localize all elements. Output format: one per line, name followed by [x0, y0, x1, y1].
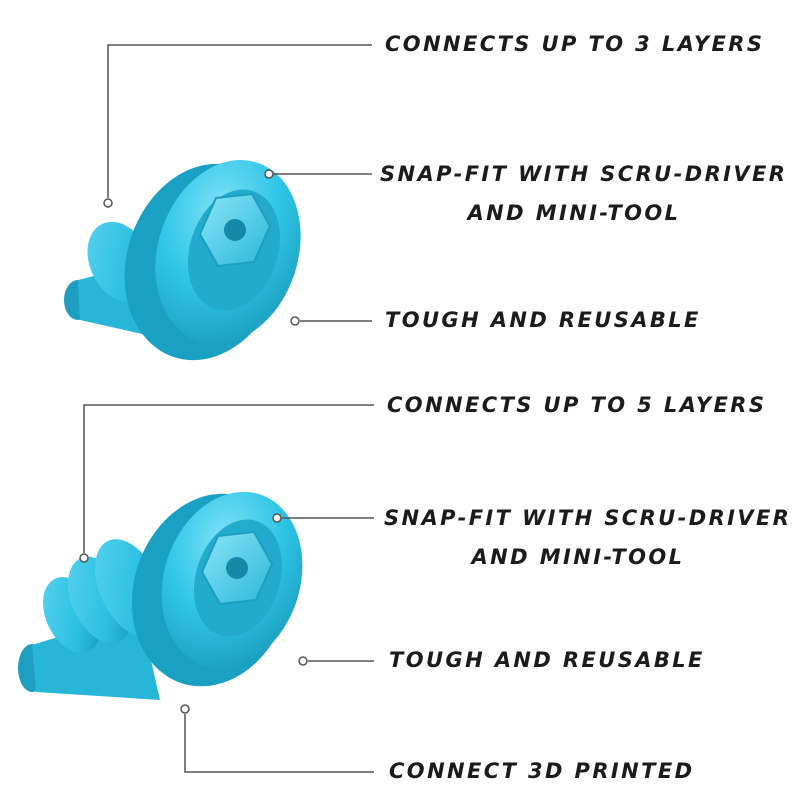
top-feature-snap-fit-line1: SNAP-FIT WITH SCRU-DRIVER: [380, 162, 788, 186]
leader-dot: [103, 198, 113, 208]
top-feature-tough: TOUGH AND REUSABLE: [385, 308, 701, 332]
leader-line-layers-top: [107, 44, 372, 198]
bottom-feature-snap-fit-line2: AND MINI-TOOL: [471, 545, 685, 569]
top-connector-hex-hole: [224, 219, 246, 241]
leader-dot: [298, 656, 308, 666]
bottom-feature-snap-fit: SNAP-FIT WITH SCRU-DRIVER AND MINI-TOOL: [384, 508, 789, 569]
bottom-connector-hex-hole: [226, 557, 248, 579]
bottom-feature-connect: CONNECT 3D PRINTED: [389, 759, 695, 783]
leader-dot: [272, 513, 282, 523]
top-feature-snap-fit: SNAP-FIT WITH SCRU-DRIVER AND MINI-TOOL: [380, 164, 785, 225]
top-leader-lines: [103, 44, 372, 326]
top-feature-layers: CONNECTS UP TO 3 LAYERS: [385, 32, 765, 56]
leader-line-connect-bottom: [184, 714, 374, 773]
leader-line-layers-bottom: [83, 404, 374, 553]
bottom-feature-snap-fit-line1: SNAP-FIT WITH SCRU-DRIVER: [384, 506, 792, 530]
bottom-feature-tough: TOUGH AND REUSABLE: [389, 648, 705, 672]
top-feature-snap-fit-line2: AND MINI-TOOL: [467, 201, 681, 225]
leader-dot: [79, 553, 89, 563]
bottom-leader-lines: [79, 404, 374, 773]
leader-dot: [180, 704, 190, 714]
bottom-feature-layers: CONNECTS UP TO 5 LAYERS: [387, 393, 767, 417]
leader-dot: [290, 316, 300, 326]
top-connector-illustration: [64, 160, 301, 361]
bottom-connector-illustration: [18, 491, 303, 700]
leader-dot: [264, 169, 274, 179]
bottom-connector-shaft: [32, 612, 160, 700]
